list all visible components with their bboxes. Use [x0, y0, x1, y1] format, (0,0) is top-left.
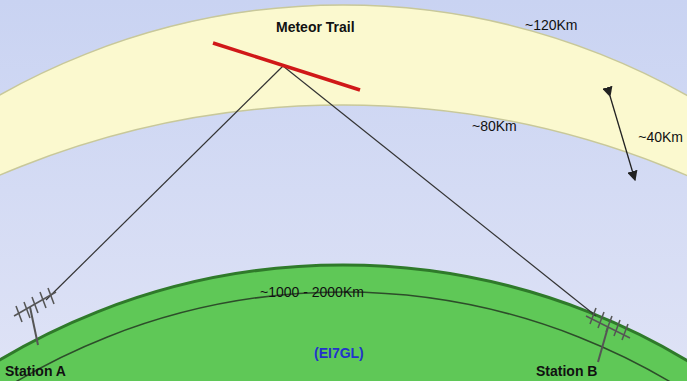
distance-label: ~1000 - 2000Km	[260, 285, 364, 300]
credit-label: (EI7GL)	[314, 346, 364, 361]
yagi-antenna	[14, 288, 56, 345]
station-label: Station B	[536, 364, 597, 379]
radio-path	[283, 66, 596, 316]
thickness-label: ~40Km	[638, 130, 683, 145]
station-label: Station A	[5, 364, 66, 379]
distance-arc	[0, 292, 687, 381]
meteor-trail-label: Meteor Trail	[276, 20, 355, 35]
yagi-antenna	[586, 308, 630, 362]
altitude-label: ~80Km	[472, 119, 517, 134]
meteor-trail	[213, 43, 360, 90]
earth-surface	[0, 265, 687, 381]
altitude-label: ~120Km	[525, 18, 578, 33]
radio-path	[46, 66, 283, 300]
thickness-arrow	[610, 96, 635, 180]
